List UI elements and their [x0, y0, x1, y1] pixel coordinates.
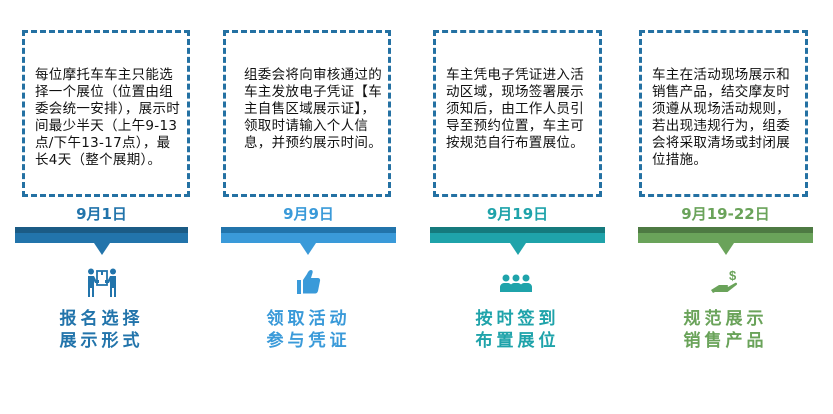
- step-3-pointer: [510, 243, 526, 255]
- step-2-pointer: [300, 243, 316, 255]
- step-1-description: 每位摩托车车主只能选择一个展位（位置由组委会统一安排），展示时间最少半天（上午9…: [35, 67, 181, 168]
- step-2-timeline-bar: [221, 227, 396, 243]
- step-2-description-box: 组委会将向审核通过的车主发放电子凭证【车主自售区域展示证】，领取时请输入个人信息…: [223, 30, 391, 197]
- step-3-description-box: 车主凭电子凭证进入活动区域，现场签署展示须知后，由工作人员引导至预约位置，车主可…: [433, 30, 602, 197]
- step-2-title: 领取活动 参与凭证: [266, 309, 351, 351]
- step-3-timeline-bar: [430, 227, 605, 243]
- step-4-date: 9月19-22日: [681, 205, 770, 223]
- step-1-pointer: [94, 243, 110, 255]
- step-1-description-box: 每位摩托车车主只能选择一个展位（位置由组委会统一安排），展示时间最少半天（上午9…: [22, 30, 190, 197]
- svg-text:$: $: [729, 268, 737, 283]
- step-4-description-box: 车主在活动现场展示和销售产品，结交摩友时须遵从现场活动规则，若出现违规行为，组委…: [639, 30, 808, 197]
- step-2-description: 组委会将向审核通过的车主发放电子凭证【车主自售区域展示证】，领取时请输入个人信息…: [244, 67, 382, 151]
- hand-money-icon: $: [709, 268, 741, 298]
- thumbs-up-icon: [292, 268, 324, 298]
- step-3-title: 按时签到 布置展位: [475, 309, 560, 351]
- step-3-description: 车主凭电子凭证进入活动区域，现场签署展示须知后，由工作人员引导至预约位置，车主可…: [446, 67, 584, 151]
- step-1-date: 9月1日: [76, 205, 127, 223]
- step-4-description: 车主在活动现场展示和销售产品，结交摩友时须遵从现场活动规则，若出现违规行为，组委…: [652, 67, 790, 168]
- step-4-title: 规范展示 销售产品: [683, 309, 768, 351]
- people-carrying-box-icon: [86, 268, 118, 298]
- step-3-date: 9月19日: [486, 205, 549, 223]
- step-4-pointer: [718, 243, 734, 255]
- step-1-timeline-bar: [15, 227, 188, 243]
- group-people-icon: [500, 268, 532, 298]
- step-2-date: 9月9日: [283, 205, 334, 223]
- step-4-timeline-bar: [638, 227, 813, 243]
- step-1-title: 报名选择 展示形式: [59, 309, 144, 351]
